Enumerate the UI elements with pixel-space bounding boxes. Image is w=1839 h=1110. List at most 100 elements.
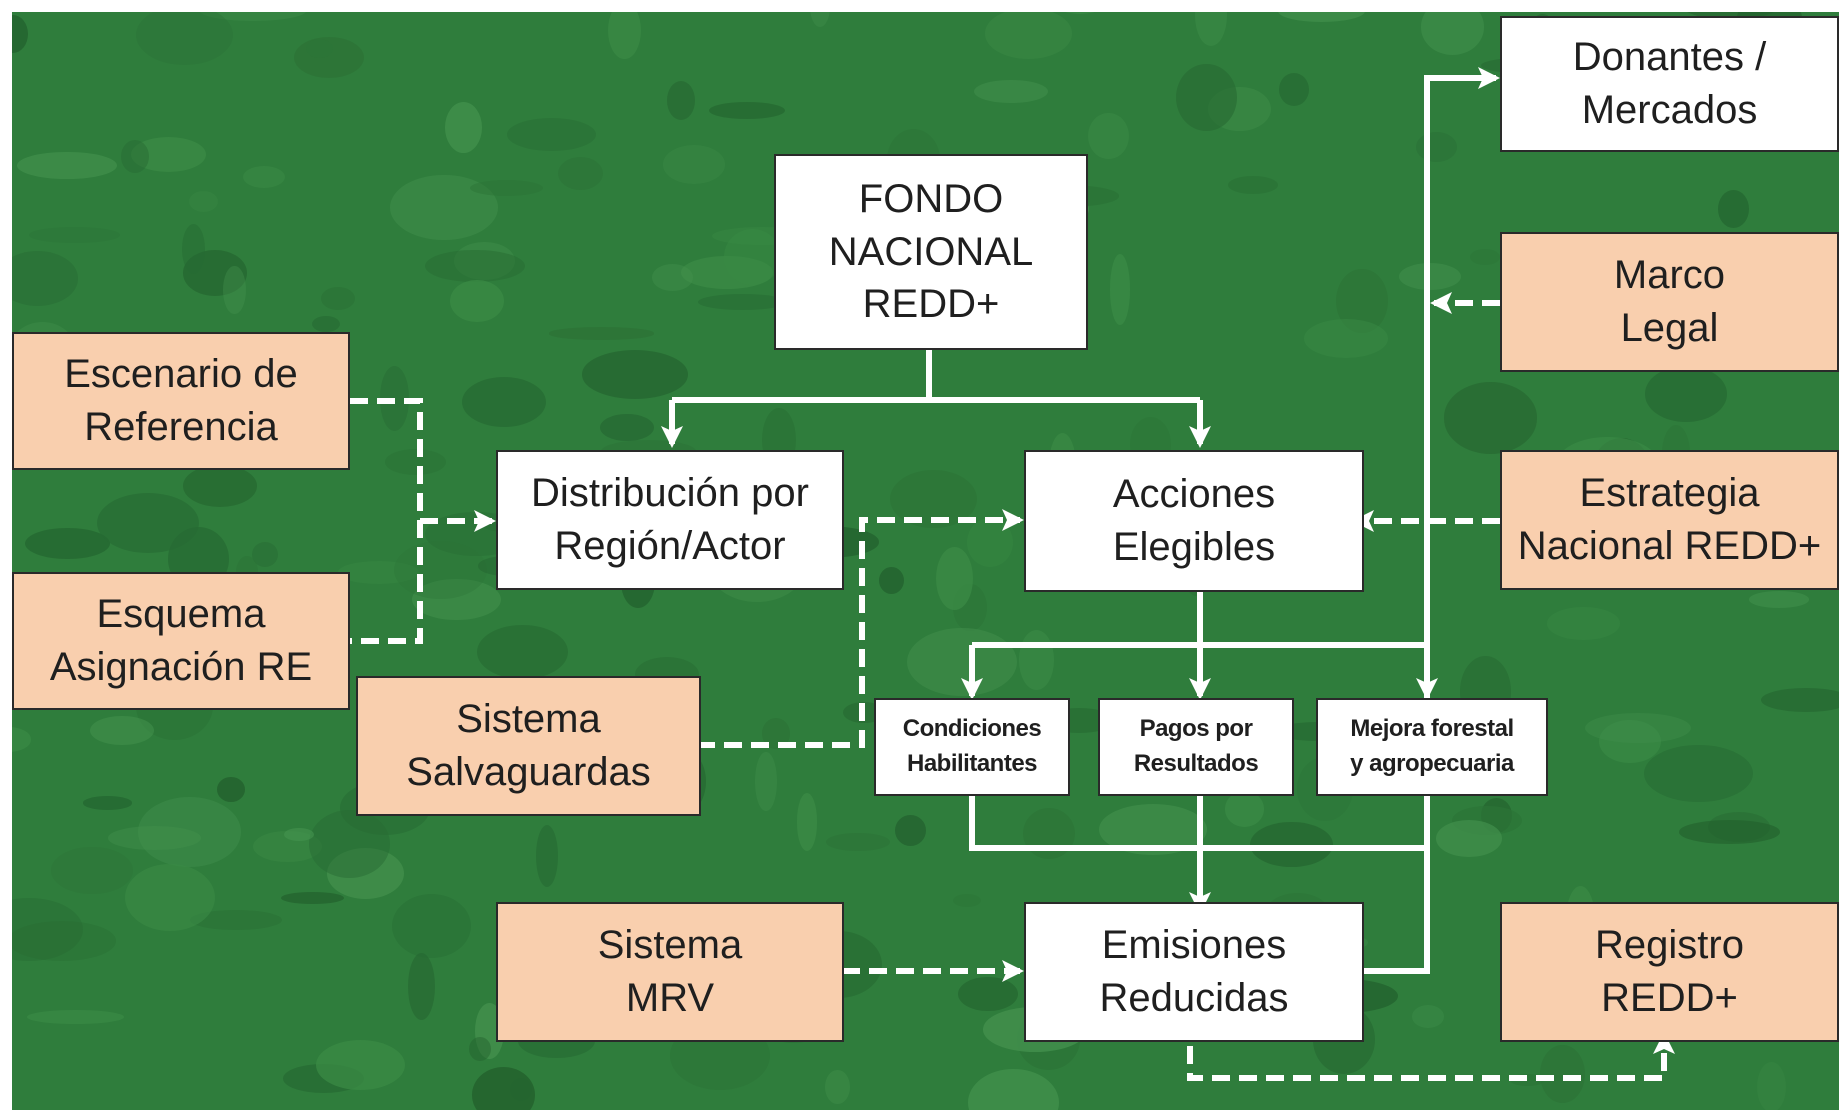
box-label-line: Estrategia — [1579, 471, 1760, 516]
box-label-line: Mejora forestal — [1350, 715, 1514, 743]
box-label-line: Distribución por — [531, 471, 809, 516]
box-esquema-asignacion: Esquema Asignación RE — [12, 572, 350, 710]
box-fondo-nacional: FONDO NACIONAL REDD+ — [774, 154, 1088, 350]
foliage-texture-blob — [1645, 366, 1727, 422]
foliage-texture-blob — [216, 776, 245, 802]
foliage-texture-blob — [894, 814, 927, 847]
foliage-texture-blob — [424, 249, 525, 283]
foliage-texture-blob — [27, 1010, 124, 1025]
foliage-texture-blob — [1749, 591, 1809, 608]
box-label-line: Sistema — [456, 697, 601, 742]
foliage-texture-blob — [138, 797, 242, 867]
box-condiciones-habilitantes: Condiciones Habilitantes — [874, 698, 1070, 796]
foliage-texture-blob — [953, 894, 981, 908]
foliage-texture-blob — [1336, 268, 1388, 334]
box-label-line: Región/Actor — [554, 524, 786, 568]
foliage-texture-blob — [558, 156, 604, 191]
dashed-escenario-to-bracket — [350, 398, 423, 644]
foliage-texture-blob — [1416, 132, 1458, 162]
foliage-texture-blob — [384, 449, 447, 475]
arrow-salvaguardas-to-acciones — [697, 509, 1024, 748]
box-label-line: Sistema — [597, 923, 743, 968]
foliage-texture-blob — [445, 102, 483, 154]
foliage-texture-blob — [708, 101, 786, 119]
arrow-emisiones-to-registro — [1187, 1032, 1675, 1081]
box-label-line: Legal — [1620, 306, 1719, 350]
foliage-texture-blob — [723, 229, 782, 285]
box-label-line: Asignación RE — [49, 645, 313, 689]
foliage-texture-blob — [121, 139, 150, 174]
foliage-texture-blob — [135, 12, 234, 66]
box-label-line: Registro — [1595, 923, 1744, 968]
foliage-texture-blob — [223, 265, 246, 315]
box-label-line: y agropecuaria — [1350, 750, 1514, 777]
box-label-line: FONDO — [858, 176, 1004, 221]
box-label-line: Resultados — [1133, 750, 1259, 777]
box-donantes-mercados: Donantes / Mercados — [1500, 16, 1839, 152]
foliage-texture-blob — [183, 465, 258, 507]
connector-layer — [350, 67, 1675, 1081]
box-pagos-resultados: Pagos por Resultados — [1098, 698, 1294, 796]
foliage-texture-blob — [469, 180, 543, 197]
foliage-texture-blob — [1411, 1005, 1444, 1029]
foliage-texture-blob — [309, 810, 391, 879]
foliage-texture-blob — [1599, 719, 1661, 763]
foliage-texture-blob — [391, 893, 472, 959]
foliage-texture-blob — [1421, 12, 1485, 55]
foliage-texture-blob — [958, 976, 1018, 1012]
foliage-texture-blob — [809, 12, 830, 28]
foliage-texture-blob — [1109, 254, 1130, 326]
foliage-texture-blob — [507, 117, 596, 151]
foliage-texture-blob — [666, 81, 695, 121]
foliage-texture-blob — [199, 12, 307, 22]
box-label-line: Marco — [1613, 253, 1726, 298]
foliage-texture-blob — [1279, 73, 1310, 107]
box-distribucion: Distribución por Región/Actor — [496, 450, 844, 590]
box-label-line: REDD+ — [862, 282, 1000, 327]
foliage-texture-blob — [796, 793, 818, 851]
box-mejora-forestal: Mejora forestal y agropecuaria — [1316, 698, 1548, 796]
box-label-line: REDD+ — [1601, 976, 1738, 1020]
foliage-texture-blob — [536, 824, 559, 887]
foliage-texture-blob — [985, 12, 1073, 59]
foliage-texture-blob — [1399, 262, 1462, 290]
foliage-texture-blob — [1088, 112, 1129, 159]
foliage-texture-blob — [461, 376, 547, 427]
box-label-line: Elegibles — [1112, 525, 1276, 569]
box-label-line: Pagos por — [1139, 715, 1253, 743]
connector-emisiones-right — [1364, 67, 1500, 974]
box-label-line: Donantes / — [1572, 35, 1767, 80]
foliage-texture-blob — [698, 293, 787, 310]
foliage-texture-blob — [548, 327, 655, 340]
foliage-texture-blob — [1227, 176, 1279, 195]
box-label-line: Escenario de — [64, 352, 298, 397]
foliage-texture-blob — [651, 263, 693, 291]
foliage-texture-blob — [321, 287, 355, 310]
foliage-texture-blob — [1678, 12, 1783, 20]
foliage-texture-blob — [1678, 819, 1781, 844]
foliage-texture-blob — [124, 863, 215, 932]
box-escenario-referencia: Escenario de Referencia — [12, 332, 350, 470]
foliage-texture-blob — [190, 909, 283, 930]
box-sistema-mrv: Sistema MRV — [496, 902, 844, 1042]
foliage-texture-blob — [12, 14, 28, 54]
foliage-texture-blob — [280, 891, 345, 905]
foliage-texture-blob — [468, 1036, 492, 1062]
foliage-texture-blob — [107, 826, 202, 851]
foliage-texture-blob — [1278, 12, 1366, 23]
foliage-texture-blob — [663, 145, 726, 184]
foliage-texture-blob — [1757, 1062, 1786, 1110]
foliage-texture-blob — [316, 1039, 406, 1090]
box-estrategia-nacional: Estrategia Nacional REDD+ — [1500, 450, 1839, 590]
foliage-texture-blob — [1718, 189, 1749, 229]
foliage-texture-blob — [50, 846, 133, 895]
foliage-texture-blob — [243, 165, 286, 188]
foliage-texture-blob — [1225, 791, 1265, 828]
box-label-line: Emisiones — [1101, 923, 1287, 968]
foliage-texture-blob — [408, 952, 436, 1021]
box-emisiones-reducidas: Emisiones Reducidas — [1024, 902, 1364, 1042]
foliage-texture-blob — [1304, 318, 1388, 358]
box-label-line: Referencia — [84, 405, 278, 449]
box-label-line: Acciones — [1112, 472, 1276, 517]
foliage-texture-blob — [581, 350, 689, 400]
